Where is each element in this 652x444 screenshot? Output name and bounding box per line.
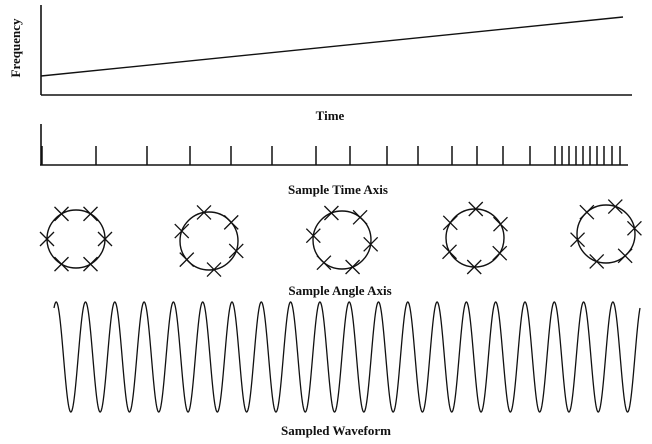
sample-angle-axis-label: Sample Angle Axis [288, 283, 391, 298]
frequency-axis-label: Frequency [8, 18, 23, 77]
sample-marker [223, 214, 239, 230]
sample-marker [83, 256, 98, 272]
sampled-waveform-curve [53, 301, 641, 413]
sample-tick-group [41, 146, 621, 165]
sample-marker [466, 259, 482, 275]
sample-angle-panel: Sample Angle Axis [39, 199, 642, 298]
sample-marker [228, 243, 244, 259]
sample-marker [442, 244, 457, 260]
sampled-waveform-label: Sampled Waveform [281, 423, 391, 438]
sample-marker [579, 204, 595, 220]
sample-marker [97, 231, 113, 247]
sample-marker [174, 223, 190, 239]
sample-marker [468, 201, 484, 217]
sample-marker [493, 216, 508, 232]
angle-circle [312, 210, 372, 270]
sample-time-axis-label: Sample Time Axis [288, 182, 388, 197]
sample-marker [305, 228, 321, 244]
sample-marker [570, 232, 586, 248]
sample-marker [607, 199, 623, 214]
sample-marker [363, 236, 379, 252]
chirp-frequency-line [40, 16, 624, 77]
sample-marker [316, 255, 332, 271]
sample-marker [345, 259, 361, 275]
time-axis-label: Time [316, 108, 345, 123]
sample-marker [54, 206, 69, 222]
sample-marker [352, 209, 368, 225]
angle-circle [576, 204, 636, 264]
sample-marker [196, 204, 212, 220]
sample-marker [617, 248, 633, 264]
angle-circle-group [39, 199, 642, 278]
sample-marker [179, 252, 195, 268]
sample-marker [626, 220, 642, 236]
sample-marker [442, 215, 458, 231]
sample-time-panel: Sample Time Axis [40, 124, 628, 197]
sample-marker [323, 205, 339, 221]
angle-circle [179, 211, 239, 271]
frequency-time-panel: Frequency Time [8, 5, 632, 123]
sample-marker [206, 262, 222, 278]
sample-marker [39, 231, 55, 247]
sample-marker [492, 245, 508, 261]
sample-marker [83, 206, 98, 222]
sample-marker [54, 256, 69, 272]
angle-circle [46, 209, 106, 269]
sample-marker [589, 254, 605, 269]
sampled-waveform-panel: Sampled Waveform [53, 301, 641, 438]
